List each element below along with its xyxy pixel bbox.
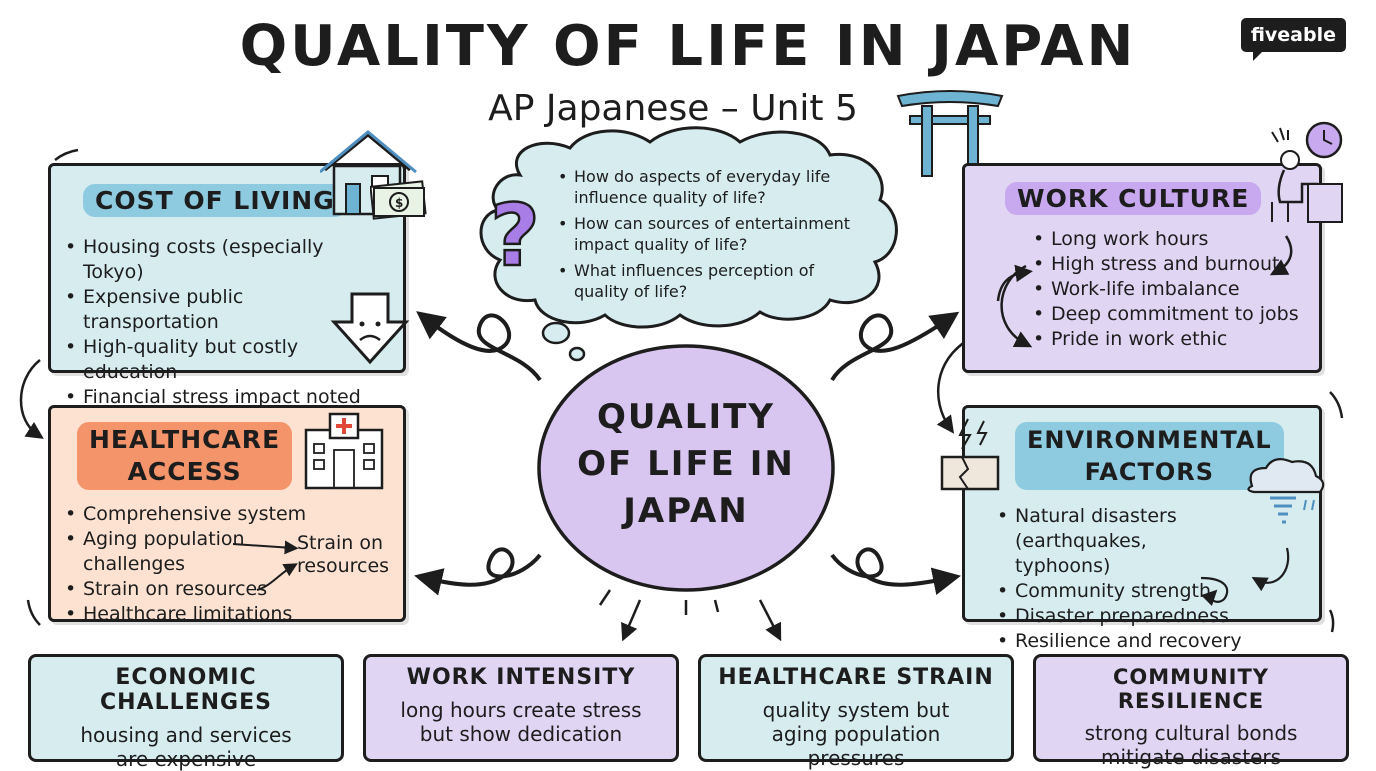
money-icon: $	[370, 180, 427, 220]
center-line: JAPAN	[623, 491, 749, 531]
healthcare-title-line: ACCESS	[127, 457, 242, 486]
environment-title-line: ENVIRONMENTAL	[1027, 426, 1272, 454]
list-item: Financial stress impact noted	[63, 385, 383, 410]
summary-title: HEALTHCARE STRAIN	[718, 665, 994, 690]
arrow-to-work	[830, 311, 960, 382]
list-item: Natural disasters (earthquakes, typhoons…	[995, 504, 1245, 579]
healthcare-side-note: Strain on resources	[297, 532, 390, 577]
arrow-to-cost	[416, 311, 542, 382]
questions-box: How do aspects of everyday life influenc…	[558, 166, 868, 307]
center-line: OF LIFE IN	[577, 444, 795, 484]
list-item: High stress and burnout	[1031, 252, 1319, 277]
list-item: Healthcare limitations	[63, 602, 293, 627]
environment-title-line: FACTORS	[1084, 458, 1215, 486]
environment-title: ENVIRONMENTAL FACTORS	[1015, 422, 1284, 490]
list-item: Resilience and recovery	[995, 629, 1245, 654]
center-line: QUALITY	[597, 397, 775, 437]
list-item: Strain on resources	[63, 577, 293, 602]
torii-gate-icon	[896, 90, 1004, 177]
list-item: Deep commitment to jobs	[1031, 302, 1319, 327]
summary-desc: strong cultural bonds mitigate disasters	[1084, 721, 1298, 769]
strain-arrows	[232, 540, 299, 591]
storm-cloud-icon	[1247, 457, 1325, 524]
stressed-worker-icon	[1271, 121, 1343, 223]
list-item: Pride in work ethic	[1031, 327, 1319, 352]
list-item: Comprehensive system	[63, 502, 383, 527]
list-item: Work-life imbalance	[1031, 277, 1319, 302]
question-item: What influences perception of quality of…	[558, 260, 868, 302]
page-subtitle: AP Japanese – Unit 5	[488, 88, 858, 129]
summary-title: WORK INTENSITY	[406, 665, 636, 690]
hospital-icon	[304, 412, 384, 490]
summary-desc: long hours create stress but show dedica…	[400, 698, 642, 746]
environment-panel: ENVIRONMENTAL FACTORS Natural disasters …	[962, 405, 1322, 654]
healthcare-title-line: HEALTHCARE	[89, 425, 281, 454]
list-item: Aging population challenges	[63, 527, 263, 577]
brand-logo: fiveable	[1240, 18, 1346, 61]
cost-of-living-panel: COST OF LIVING Housing costs (especially…	[48, 163, 406, 410]
list-item: Expensive public transportation	[63, 285, 383, 335]
question-item: How do aspects of everyday life influenc…	[558, 166, 868, 208]
svg-text:?: ?	[490, 186, 540, 286]
resilience-cycle-arrows	[1200, 547, 1290, 606]
cracked-ground-icon	[940, 418, 1000, 491]
summary-desc: housing and services are expensive	[80, 723, 292, 771]
center-circle	[537, 344, 835, 592]
svg-text:$: $	[395, 196, 403, 210]
summary-desc: quality system but aging population pres…	[762, 698, 950, 770]
list-item: Long work hours	[1031, 227, 1319, 252]
question-item: How can sources of entertainment impact …	[558, 213, 868, 255]
list-item: Community strength	[995, 579, 1245, 604]
question-mark-icon: ?	[489, 185, 541, 288]
summary-title: COMMUNITY RESILIENCE	[1112, 665, 1270, 713]
page-title: QUALITY OF LIFE IN JAPAN	[239, 14, 1137, 79]
work-culture-title: WORK CULTURE	[1005, 182, 1262, 215]
arrow-to-env	[830, 547, 961, 596]
list-item: Housing costs (especially Tokyo)	[63, 235, 383, 285]
summary-card-work: WORK INTENSITY long hours create stress …	[363, 654, 679, 762]
cost-of-living-title: COST OF LIVING	[83, 184, 347, 217]
work-culture-cycle-arrows	[996, 235, 1293, 348]
healthcare-title: HEALTHCARE ACCESS	[77, 422, 293, 490]
summary-card-economic: ECONOMIC CHALLENGES housing and services…	[28, 654, 344, 771]
list-item: High-quality but costly education	[63, 335, 313, 385]
arrow-to-health	[414, 547, 542, 596]
list-item: Disaster preparedness	[995, 604, 1245, 629]
summary-title: ECONOMIC CHALLENGES	[100, 665, 272, 715]
center-label: QUALITY OF LIFE IN JAPAN	[560, 394, 812, 535]
summary-card-community: COMMUNITY RESILIENCE strong cultural bon…	[1033, 654, 1349, 769]
summary-card-healthcare: HEALTHCARE STRAIN quality system but agi…	[698, 654, 1014, 770]
sad-down-arrow-icon	[330, 292, 410, 365]
